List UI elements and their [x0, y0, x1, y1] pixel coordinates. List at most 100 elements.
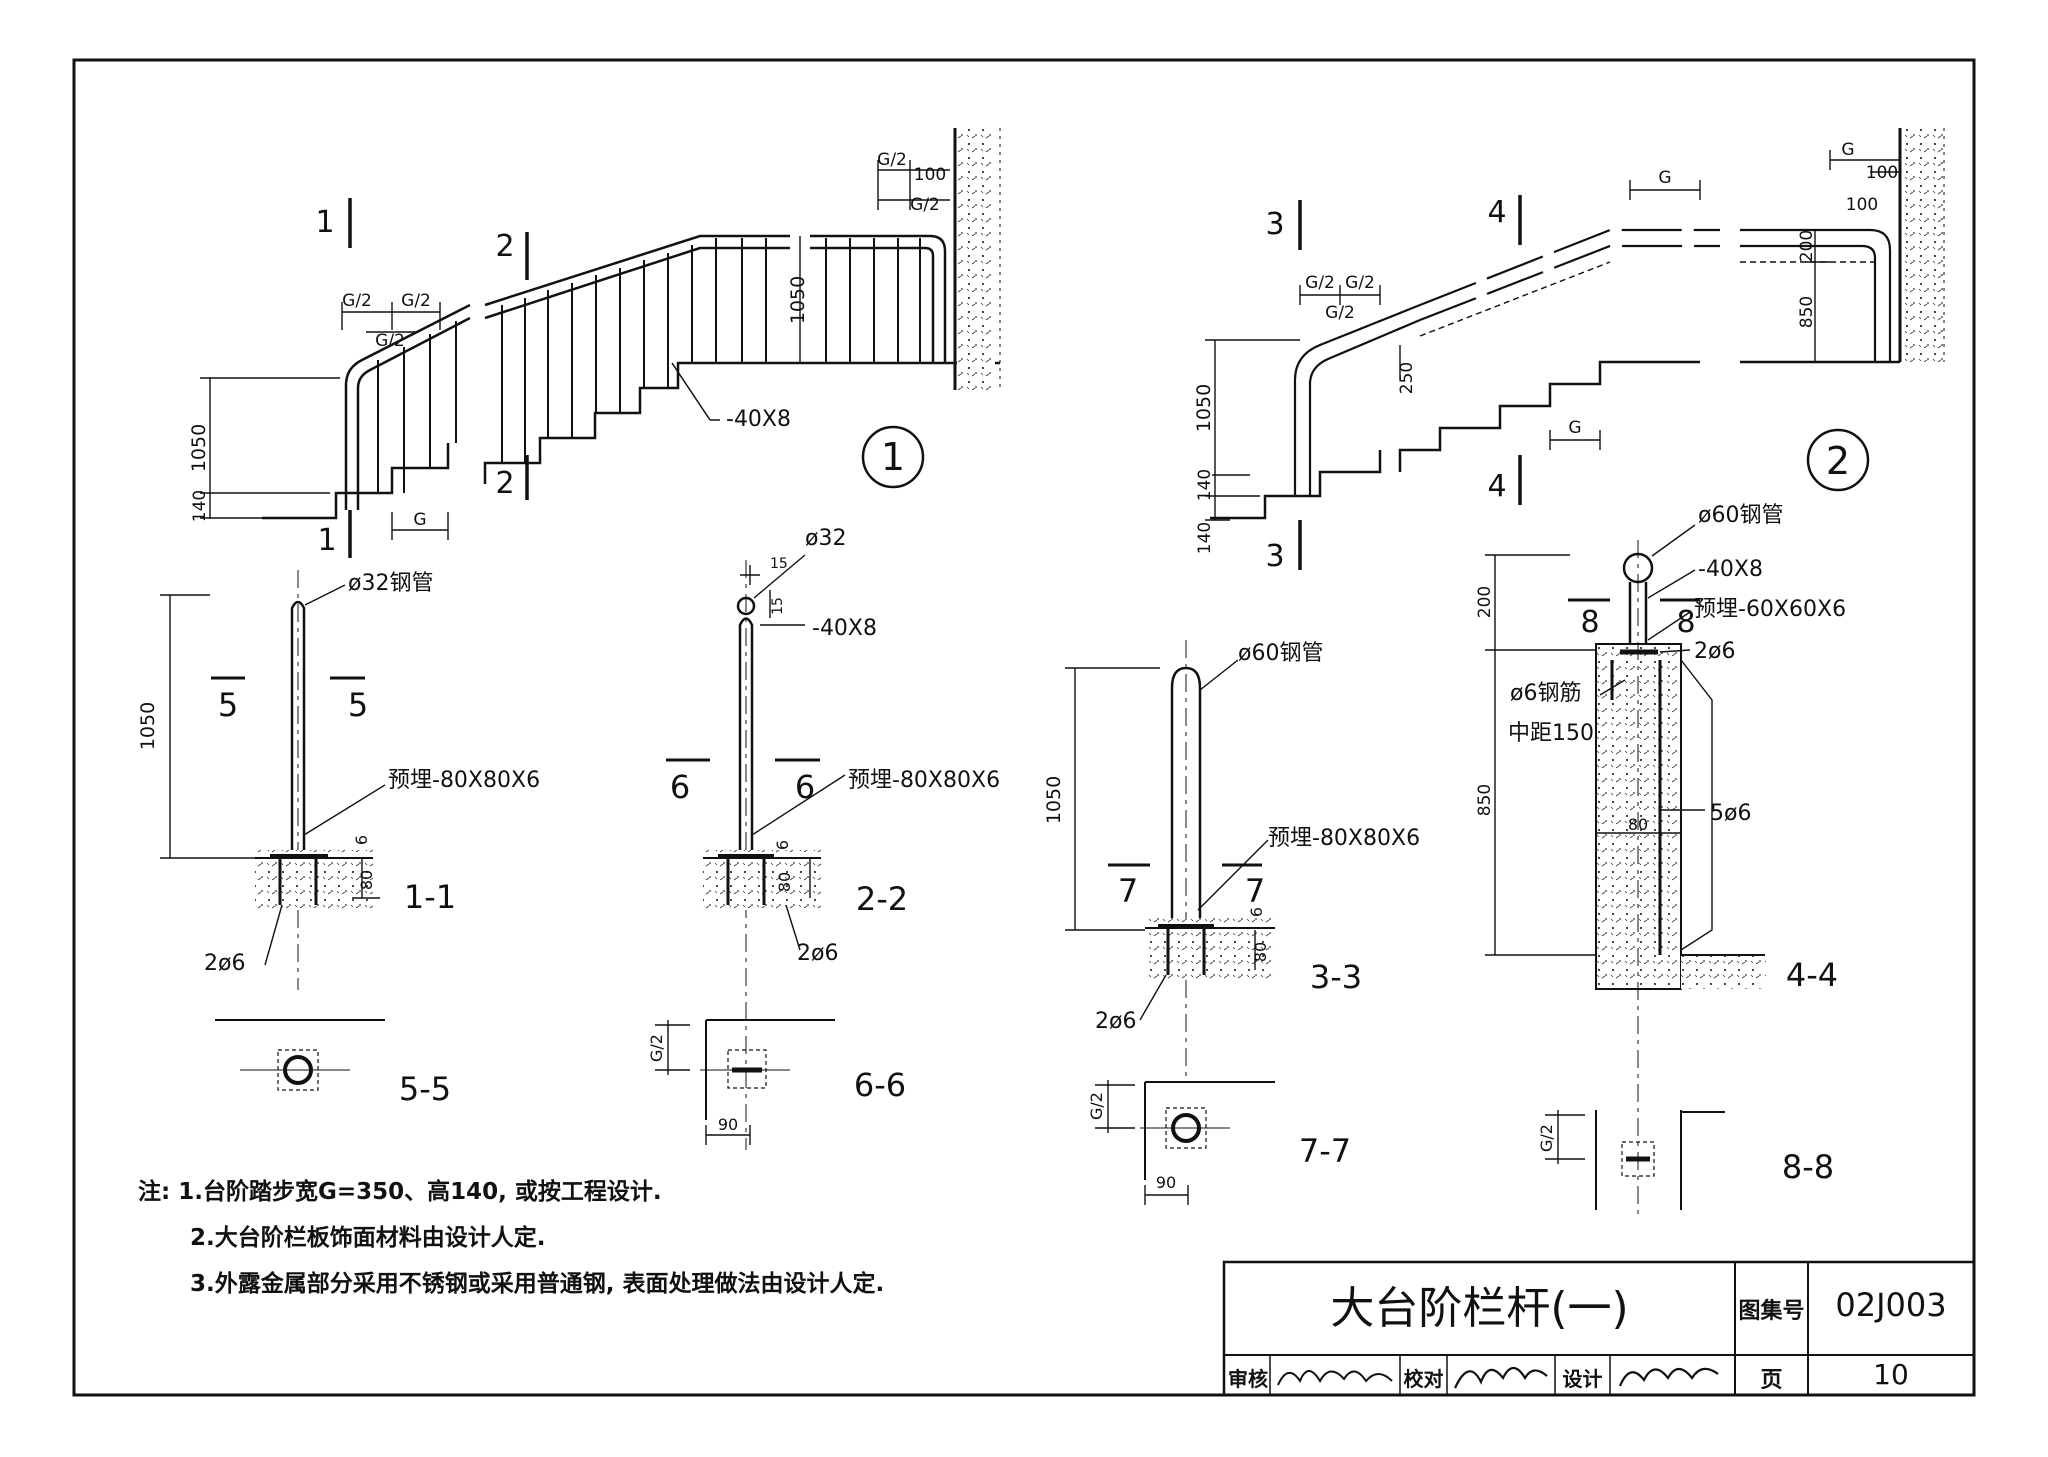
sec-4-4-dim-80: 80 [1628, 815, 1648, 834]
sec-7-7-dim-g2: G/2 [1087, 1092, 1106, 1120]
review-label: 审核 [1228, 1367, 1268, 1391]
sec-1-1-dim-6: 6 [352, 835, 371, 845]
sec-7-7-dim-90: 90 [1156, 1173, 1176, 1192]
sec-8-8-title: 8-8 [1782, 1148, 1834, 1186]
sec-2-2-cut-6-left: 6 [670, 768, 690, 806]
detail-1-dim-1050: 1050 [188, 424, 210, 472]
sec-1-1-title: 1-1 [404, 878, 456, 916]
detail-1-cut-1-bottom: 1 [317, 523, 336, 558]
detail-2-dim-850: 850 [1797, 296, 1817, 328]
detail-2-cut-3-top: 3 [1265, 207, 1284, 242]
sec-4-4-spacing-label: 中距150 [1508, 721, 1594, 746]
check-label: 校对 [1403, 1367, 1444, 1391]
detail-2-cut-3-bottom: 3 [1265, 539, 1284, 574]
page-number: 10 [1873, 1358, 1909, 1391]
sec-3-3-cut-7-left: 7 [1118, 872, 1138, 910]
sec-4-4-pipe-label: ø60钢管 [1698, 503, 1783, 528]
sec-3-3-embed-label: 预埋-80X80X6 [1268, 826, 1420, 851]
title-block [1222, 1260, 1976, 1397]
sec-1-1-bars-label: 2ø6 [204, 951, 245, 976]
sheet-border [72, 58, 1976, 1397]
detail-1-cut-1-top: 1 [315, 205, 334, 240]
sec-3-3-dim-80: 80 [1251, 942, 1270, 962]
detail-2-dim-140-a: 140 [1195, 469, 1215, 501]
detail-2-dim-100-a: 100 [1866, 163, 1898, 183]
section-3-3-text: ø60钢管 预埋-80X80X6 2ø6 1050 6 80 7 7 3-3 [1043, 641, 1420, 1034]
detail-2-dim-250: 250 [1397, 362, 1417, 394]
sec-4-4-title: 4-4 [1786, 956, 1838, 994]
design-label: 设计 [1562, 1367, 1603, 1391]
sec-3-3-pipe-label: ø60钢管 [1238, 641, 1323, 666]
section-7-7-text: G/2 90 7-7 [1087, 1092, 1351, 1192]
note-line-1: 注: 1.台阶踏步宽G=350、高140, 或按工程设计. [138, 1172, 662, 1206]
sec-2-2-title: 2-2 [856, 880, 908, 918]
sec-1-1-dim-80: 80 [357, 870, 376, 890]
detail-1-cut-2-top: 2 [495, 229, 514, 264]
detail-2-dim-g-step: G [1568, 418, 1581, 438]
sec-3-3-title: 3-3 [1310, 958, 1362, 996]
sec-6-6-dim-90: 90 [718, 1115, 738, 1134]
section-1-1-text: ø32钢管 预埋-80X80X6 2ø6 1050 6 80 5 5 1-1 [137, 571, 540, 976]
detail-1-cut-2-bottom: 2 [495, 466, 514, 501]
section-6-6-text: G/2 90 6-6 [647, 1034, 906, 1134]
detail-1-flat-bar-label: -40X8 [726, 407, 791, 432]
sec-4-4-cut-8-left: 8 [1580, 605, 1599, 640]
detail-1-dim-g2-b: G/2 [401, 291, 431, 311]
sec-2-2-dim-15-b: 15 [770, 597, 786, 615]
detail-1-number: 1 [881, 435, 905, 479]
note-2: 2.大台阶栏板饰面材料由设计人定. [190, 1225, 546, 1251]
sec-6-6-title: 6-6 [854, 1066, 906, 1104]
sec-1-1-dim-1050: 1050 [137, 702, 159, 750]
notes-prefix: 注: [138, 1179, 171, 1205]
atlas-label: 图集号 [1738, 1299, 1805, 1324]
detail-1-dim-100: 100 [914, 165, 946, 185]
sec-8-8-dim-g2: G/2 [1537, 1124, 1556, 1152]
sec-2-2-dim-6: 6 [773, 840, 792, 850]
drawing-title: 大台阶栏杆(一) [1330, 1283, 1629, 1334]
detail-2-number: 2 [1826, 439, 1850, 483]
sec-6-6-dim-g2: G/2 [647, 1034, 666, 1062]
detail-2-dim-200: 200 [1797, 230, 1817, 262]
detail-2-cut-4-top: 4 [1487, 195, 1506, 230]
sec-2-2-embed-label: 预埋-80X80X6 [848, 768, 1000, 793]
sec-4-4-dim-850: 850 [1475, 784, 1495, 816]
sec-7-7-title: 7-7 [1299, 1132, 1351, 1170]
note-1: 1.台阶踏步宽G=350、高140, 或按工程设计. [178, 1179, 662, 1205]
detail-1-dim-g2-c: G/2 [375, 331, 405, 351]
sec-4-4-stirrups-label: 5ø6 [1710, 801, 1751, 826]
sec-4-4-bar-label: -40X8 [1698, 557, 1763, 582]
section-4-4-drawing [1485, 524, 1766, 1220]
section-4-4-text: ø60钢管 -40X8 预埋-60X60X6 2ø6 ø6钢筋 中距150 5ø… [1475, 503, 1846, 994]
sec-1-1-embed-label: 预埋-80X80X6 [388, 768, 540, 793]
sec-3-3-cut-7-right: 7 [1245, 872, 1265, 910]
detail-2-dim-g2-c: G/2 [1325, 303, 1355, 323]
detail-1-text: 1 -40X8 1050 140 G G/2 G/2 G/2 1050 G/2 … [188, 150, 946, 558]
detail-1-dim-g2-lower: G/2 [910, 195, 940, 215]
sec-1-1-cut-5-left: 5 [218, 686, 238, 724]
sec-2-2-bar-label: -40X8 [812, 616, 877, 641]
detail-1-elevation [200, 128, 1001, 558]
atlas-number: 02J003 [1835, 1286, 1947, 1324]
page-label: 页 [1760, 1368, 1783, 1393]
sec-2-2-dim-80: 80 [775, 872, 794, 892]
detail-2-dim-1050: 1050 [1193, 384, 1215, 432]
sec-1-1-cut-5-right: 5 [348, 686, 368, 724]
section-3-3-drawing [1065, 640, 1275, 1080]
sec-3-3-bars-label: 2ø6 [1095, 1009, 1136, 1034]
section-2-2-text: ø32 -40X8 预埋-80X80X6 2ø6 15 15 6 80 6 6 … [670, 526, 1000, 966]
note-3: 3.外露金属部分采用不锈钢或采用普通钢, 表面处理做法由设计人定. [190, 1271, 885, 1297]
section-7-7-drawing [1095, 1080, 1275, 1205]
detail-2-dim-g-wall: G [1841, 140, 1854, 160]
detail-2-dim-g2-a: G/2 [1305, 273, 1335, 293]
sec-2-2-pipe-label: ø32 [805, 526, 846, 551]
section-2-2-drawing [666, 554, 846, 1150]
sec-1-1-pipe-label: ø32钢管 [348, 571, 433, 596]
section-8-8-text: G/2 8-8 [1537, 1124, 1834, 1186]
section-6-6-drawing [655, 1019, 835, 1145]
detail-1-dim-g: G [413, 510, 426, 530]
sec-4-4-rebar-label: ø6钢筋 [1510, 681, 1581, 706]
detail-1-dim-g2-top: G/2 [877, 150, 907, 170]
section-1-1-drawing [160, 570, 386, 990]
sec-2-2-bars-label: 2ø6 [797, 941, 838, 966]
